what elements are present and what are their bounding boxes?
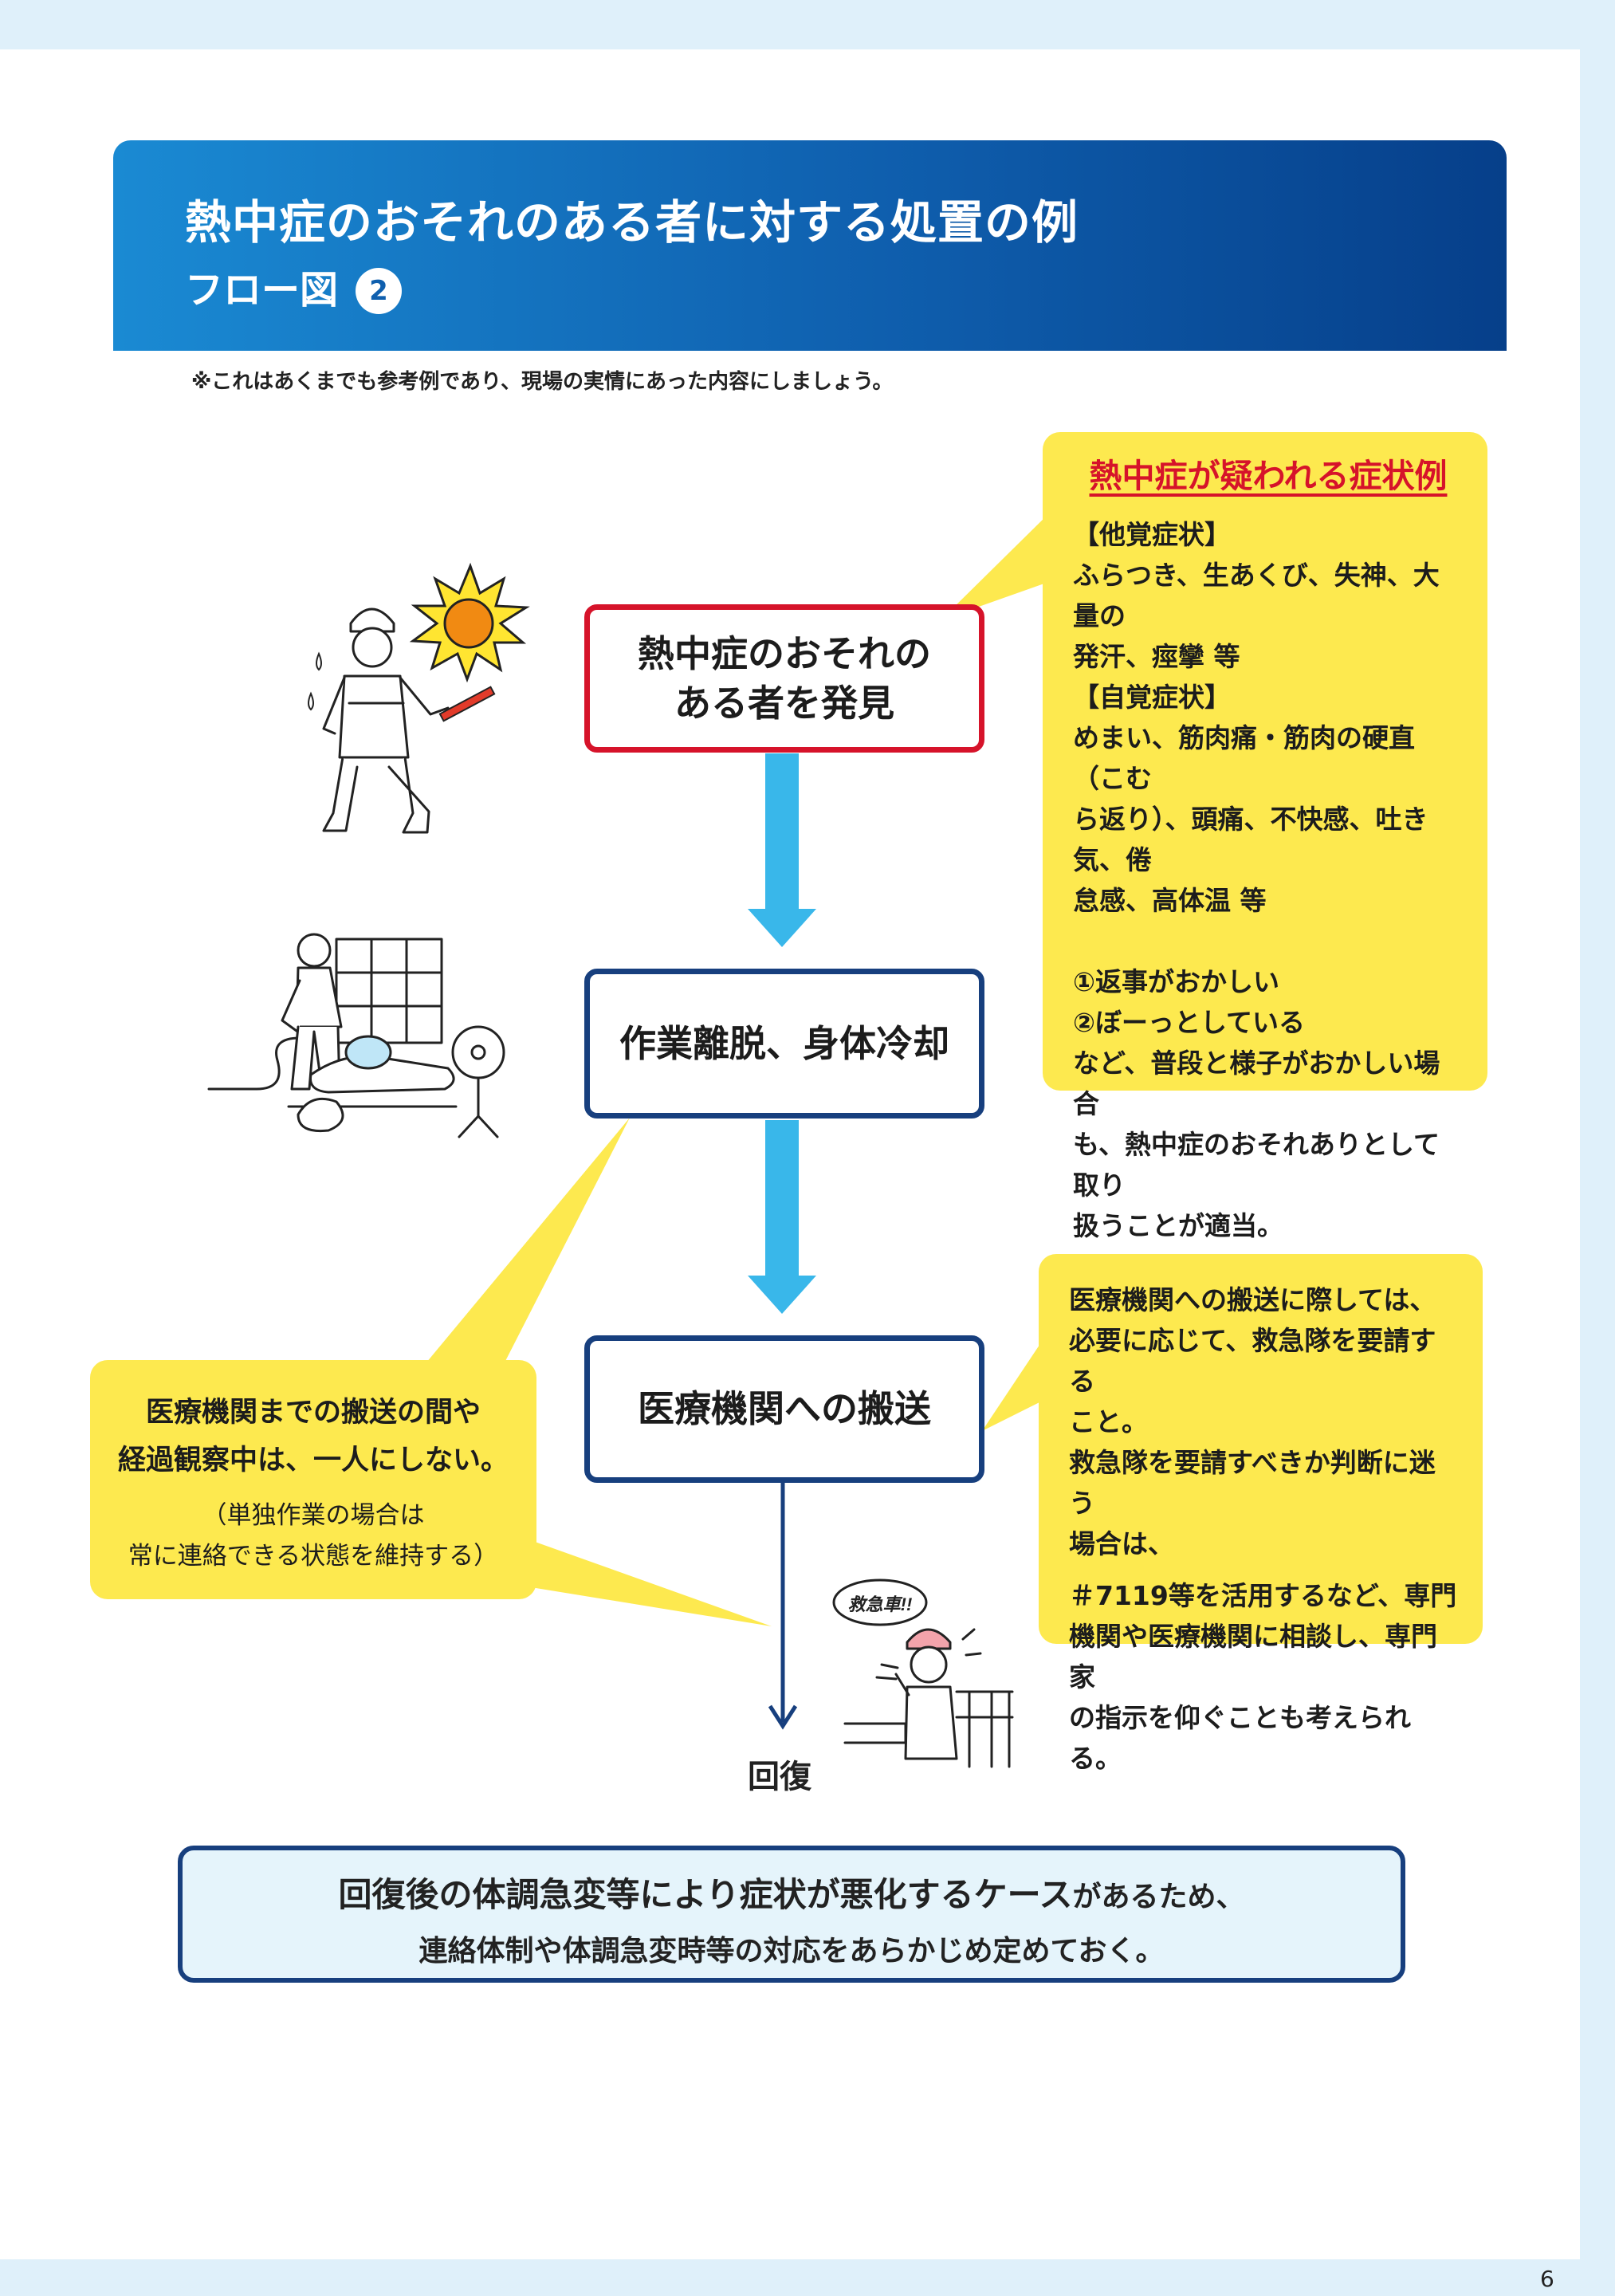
railing-icon (955, 1690, 1014, 1768)
self-symptoms-line: ら返り）、頭痛、不快感、吐き気、倦 (1073, 804, 1428, 875)
symptoms-panel-title: 熱中症が疑われる症状例 (1089, 457, 1448, 495)
companion-sub-line: （単独作業の場合は (202, 1501, 425, 1530)
transport-line: ＃7119等を活用するなど、専門 (1069, 1580, 1457, 1611)
flow-step-discover-line2: ある者を発見 (674, 682, 894, 725)
page-title: 熱中症のおそれのある者に対する処置の例 (185, 195, 1079, 250)
electric-fan-icon (451, 1025, 505, 1138)
companion-advice-panel: 医療機関までの搬送の間や 経過観察中は、一人にしない。 （単独作業の場合は 常に… (90, 1360, 536, 1599)
self-symptoms-line: めまい、筋肉痛・筋肉の硬直（こむ (1073, 722, 1415, 794)
summary-line1: 回復後の体調急変等により症状が悪化するケースがあるため、 (183, 1868, 1401, 1917)
transport-panel-tail (982, 1335, 1046, 1431)
summary-line2: 連絡体制や体調急変時等の対応をあらかじめ定めておく。 (418, 1935, 1165, 1968)
companion-main-line: 医療機関までの搬送の間や (145, 1397, 481, 1429)
lying-worker-icon (308, 1055, 455, 1094)
other-symptoms-line: ふらつき、生あくび、失神、大量の (1073, 560, 1440, 631)
page-subtitle: フロー図 2 (185, 258, 403, 314)
flow-arrow-1-shaft (765, 753, 799, 913)
self-symptoms-heading: 【自覚症状】 (1073, 682, 1231, 713)
flow-result-recovery: 回復 (748, 1759, 811, 1795)
transport-line: こと。 (1069, 1406, 1148, 1437)
symptom-item: ②ぼーっとしている (1073, 1007, 1305, 1038)
summary-line1-main: 回復後の体調急変等により症状が悪化するケース (338, 1875, 1073, 1914)
symptoms-note-line: など、普段と様子がおかしい場合 (1073, 1048, 1440, 1119)
figure-number-badge: 2 (356, 268, 403, 314)
flow-arrow-2-head (748, 1276, 816, 1314)
caller-figure-icon (894, 1628, 958, 1760)
companion-sub-text: （単独作業の場合は 常に連絡できる状態を維持する） (106, 1496, 521, 1577)
ambulance-shout: 救急車!! (848, 1594, 913, 1614)
symptoms-panel: 熱中症が疑われる症状例 【他覚症状】 ふらつき、生あくび、失神、大量の 発汗、痙… (1043, 432, 1487, 1241)
transport-line: の指示を仰ぐことも考えられる。 (1069, 1702, 1411, 1774)
flow-arrow-3-head (768, 1704, 798, 1730)
transport-line: 機関や医療機関に相談し、専門家 (1069, 1621, 1437, 1693)
symptom-item: ①返事がおかしい (1073, 966, 1279, 997)
flow-step-discover: 熱中症のおそれの ある者を発見 (584, 604, 984, 753)
page-number: 6 (1540, 2266, 1554, 2292)
worker-figure-icon (322, 607, 450, 834)
transport-line: 救急隊を要請すべきか判断に迷う (1069, 1447, 1436, 1519)
transport-line: 必要に応じて、救急隊を要請する (1069, 1325, 1436, 1397)
flow-arrow-2-shaft (765, 1120, 799, 1280)
baton-icon (438, 686, 496, 722)
illustration-cooling-worker (207, 933, 505, 1138)
water-splash-icon (344, 1035, 392, 1070)
flow-step-transport-label: 医療機関への搬送 (638, 1387, 931, 1431)
bag-icon (297, 1098, 344, 1133)
companion-panel-tail-upper (422, 1118, 630, 1367)
symptoms-note-line: 扱うことが適当。 (1073, 1210, 1283, 1241)
flow-arrow-1-head (748, 909, 816, 947)
stair-icon (843, 1722, 907, 1744)
other-symptoms-line: 発汗、痙攣 等 (1073, 641, 1240, 672)
flow-step-discover-line1: 熱中症のおそれの (638, 631, 931, 675)
flow-step-cooling-label: 作業離脱、身体冷却 (619, 1021, 949, 1065)
subtitle-text: フロー図 (185, 268, 339, 313)
reference-note: ※これはあくまでも参考例であり、現場の実情にあった内容にしましょう。 (191, 370, 894, 394)
speech-bubble-icon (832, 1578, 928, 1626)
companion-panel-tail-lower (526, 1539, 772, 1626)
sun-icon (409, 562, 530, 683)
illustration-worker-heat (308, 562, 530, 834)
alarm-marks-icon (875, 1628, 982, 1681)
flow-step-transport: 医療機関への搬送 (584, 1335, 984, 1483)
self-symptoms-line: 怠感、高体温 等 (1073, 885, 1267, 916)
transport-advice-panel: 医療機関への搬送に際しては、 必要に応じて、救急隊を要請する こと。 救急隊を要… (1039, 1254, 1483, 1774)
scaffold-icon (335, 938, 443, 1044)
companion-main-text: 医療機関までの搬送の間や 経過観察中は、一人にしない。 (106, 1389, 521, 1484)
symptoms-note-line: も、熱中症のおそれありとして取り (1073, 1129, 1440, 1201)
companion-sub-line: 常に連絡できる状態を維持する） (128, 1542, 499, 1571)
transport-line: 医療機関への搬送に際しては、 (1069, 1284, 1436, 1315)
sweat-icon (308, 651, 322, 711)
companion-main-line: 経過観察中は、一人にしない。 (117, 1445, 509, 1476)
illustration-calling-ambulance: 救急車!! (832, 1578, 1014, 1768)
transport-line: 場合は、 (1069, 1528, 1174, 1559)
helper-figure-icon (281, 933, 343, 1091)
summary-box: 回復後の体調急変等により症状が悪化するケースがあるため、 連絡体制や体調急変時等… (178, 1846, 1405, 1983)
header-banner: 熱中症のおそれのある者に対する処置の例 フロー図 2 (113, 140, 1507, 351)
hose-icon (207, 1036, 301, 1091)
other-symptoms-heading: 【他覚症状】 (1073, 519, 1231, 550)
summary-line1-tail: があるため、 (1072, 1881, 1245, 1913)
flow-step-cooling: 作業離脱、身体冷却 (584, 969, 984, 1119)
